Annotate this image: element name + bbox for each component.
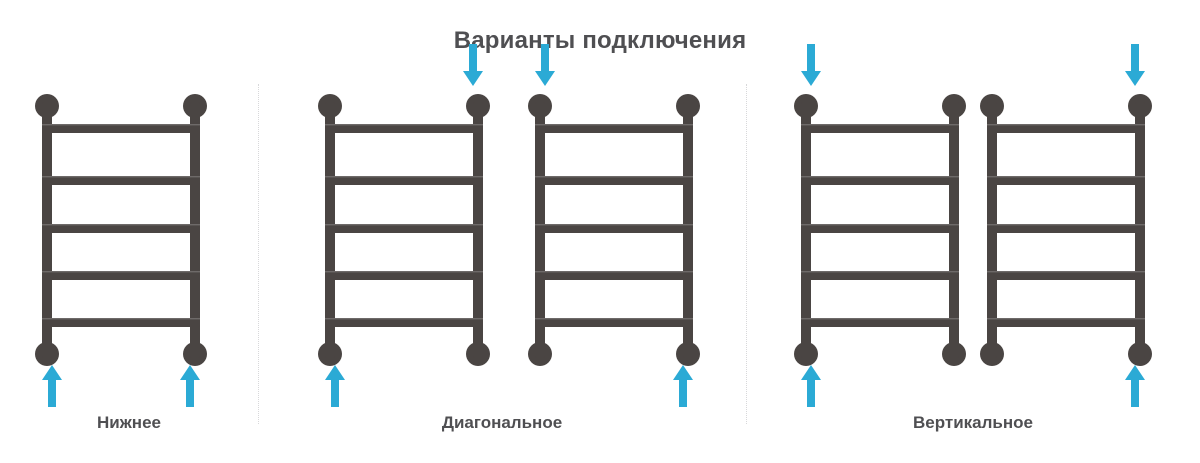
arrow-up-icon [179,363,201,409]
ladder-icon [35,94,207,366]
section-diagonal: Диагональное [258,44,746,444]
arrow-down-icon [800,42,822,88]
towel-rail-diagram [978,44,1154,407]
section-separator-1 [258,84,259,424]
section-label-diagonal: Диагональное [441,413,563,432]
ladder-icon [980,94,1152,366]
towel-rail-diagram [792,44,968,407]
page-title: Варианты подключения [453,27,747,54]
section-label-vertical: Вертикальное [913,413,1033,432]
section-label-bottom: Нижнее [97,413,161,432]
section-separator-2 [746,84,747,424]
section-vertical: Вертикальное [746,44,1200,444]
section-bottom: Нижнее [0,84,258,444]
towel-rail-diagram [526,44,702,407]
arrow-down-icon [534,42,556,88]
arrow-down-icon [1124,42,1146,88]
towel-rail-diagram [33,84,209,407]
ladder-icon [794,94,966,366]
arrow-up-icon [1124,363,1146,409]
ladder-icon [318,94,490,366]
arrow-up-icon [672,363,694,409]
arrow-up-icon [800,363,822,409]
towel-rail-diagram [316,44,492,407]
arrow-down-icon [462,42,484,88]
arrow-up-icon [324,363,346,409]
ladder-icon [528,94,700,366]
arrow-up-icon [41,363,63,409]
